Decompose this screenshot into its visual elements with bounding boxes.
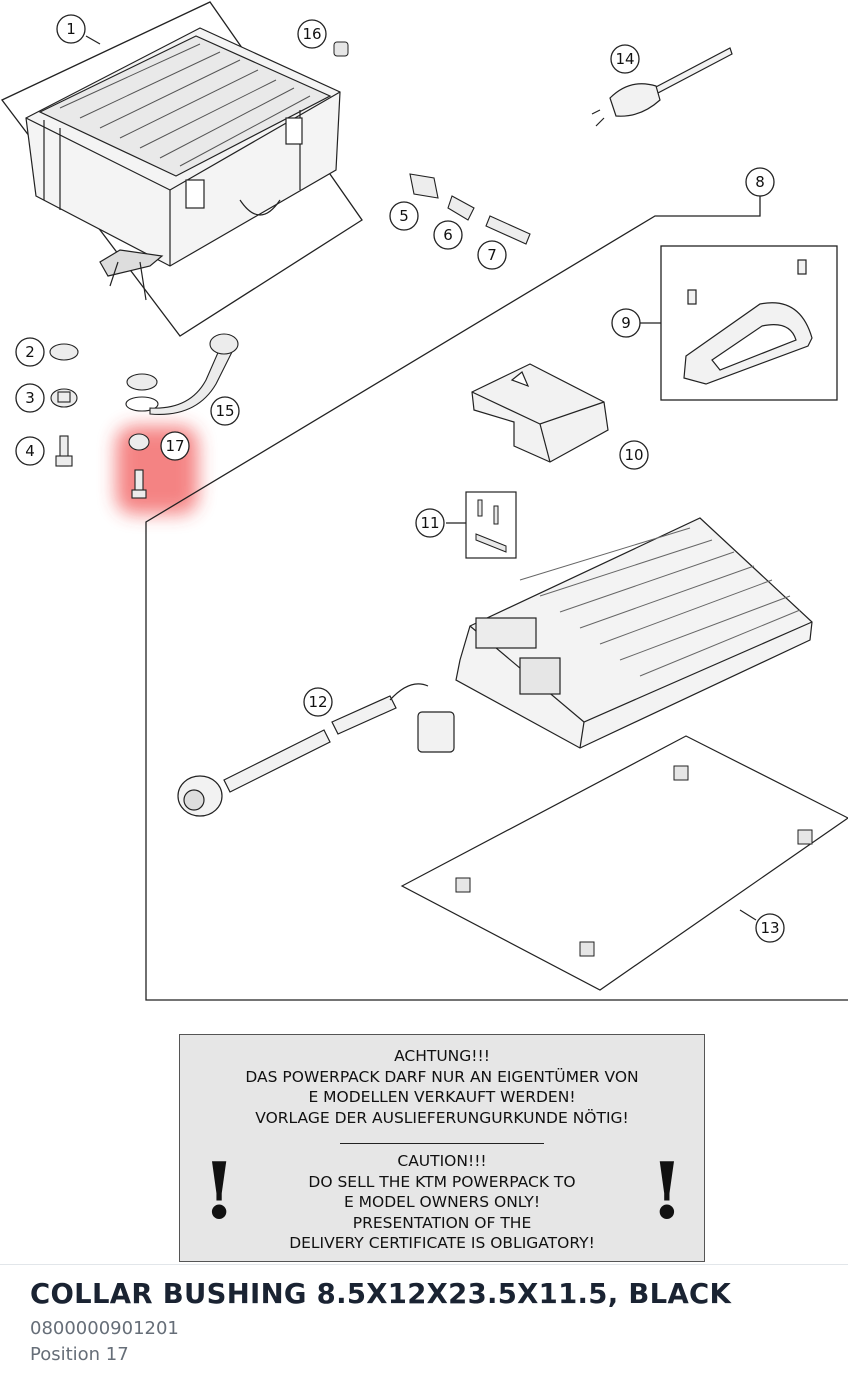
callout-number: 7 [487,246,497,264]
charger-unit-part[interactable] [455,517,813,749]
callout-11[interactable]: 11 [415,508,445,538]
exclamation-icon: ! [649,1146,684,1237]
group-frame-8 [145,194,848,1001]
callout-3[interactable]: 3 [15,383,45,413]
power-plug-part[interactable] [591,47,733,127]
warning-label: ACHTUNG!!! DAS POWERPACK DARF NUR AN EIG… [179,1034,705,1262]
exclamation-icon: ! [202,1146,237,1237]
callout-number: 5 [399,207,409,225]
cable-part[interactable] [177,683,455,817]
callout-6[interactable]: 6 [433,220,463,250]
plate-bolts [455,765,813,957]
warning-line: VORLAGE DER AUSLIEFERUNGURKUNDE NÖTIG! [255,1108,629,1127]
warning-line: DO SELL THE KTM POWERPACK TO [308,1172,576,1191]
mounting-plate-part[interactable] [400,735,848,991]
handle-part[interactable] [683,259,813,385]
part-number: 0800000901201 [30,1318,179,1339]
terminal-part[interactable] [475,499,507,553]
callout-number: 10 [624,446,643,464]
connector-parts[interactable] [409,173,531,245]
callout-number: 9 [621,314,631,332]
callout-1[interactable]: 1 [56,14,86,44]
callout-14[interactable]: 14 [610,44,640,74]
callout-13[interactable]: 13 [755,913,785,943]
group-frame-11 [465,491,517,559]
callout-12[interactable]: 12 [303,687,333,717]
callout-number: 1 [66,20,76,38]
battery-box-part[interactable] [25,27,341,301]
callout-number: 13 [760,919,779,937]
callout-number: 2 [25,343,35,361]
cover-part[interactable] [471,363,609,463]
callout-number: 11 [420,514,439,532]
callout-number: 8 [755,173,765,191]
callout-9[interactable]: 9 [611,308,641,338]
callout-number: 3 [25,389,35,407]
small-hardware-parts[interactable] [49,343,79,467]
callout-number: 6 [443,226,453,244]
warning-line: PRESENTATION OF THE [352,1213,532,1232]
warning-line: E MODEL OWNERS ONLY! [343,1193,541,1211]
callout-number: 14 [615,50,634,68]
part-position: Position 17 [30,1344,129,1365]
warning-line: CAUTION!!! [397,1152,487,1170]
callout-16[interactable]: 16 [297,19,327,49]
warning-english: CAUTION!!! DO SELL THE KTM POWERPACK TO … [180,1151,704,1254]
charging-socket-part[interactable] [125,333,239,415]
cap-part-16[interactable] [333,41,349,57]
warning-line: ACHTUNG!!! [394,1047,490,1065]
callout-17[interactable]: 17 [160,431,190,461]
warning-german: ACHTUNG!!! DAS POWERPACK DARF NUR AN EIG… [180,1046,704,1128]
callout-number: 16 [302,25,321,43]
callout-number: 12 [308,693,327,711]
warning-divider [340,1143,544,1144]
callout-8[interactable]: 8 [745,167,775,197]
warning-line: DAS POWERPACK DARF NUR AN EIGENTÜMER VON [245,1067,639,1086]
callout-10[interactable]: 10 [619,440,649,470]
callout-4[interactable]: 4 [15,436,45,466]
callout-15[interactable]: 15 [210,396,240,426]
part-title: COLLAR BUSHING 8.5X12X23.5X11.5, BLACK [30,1278,732,1310]
callout-number: 4 [25,442,35,460]
callout-number: 15 [215,402,234,420]
leader-lines [85,35,101,45]
callout-7[interactable]: 7 [477,240,507,270]
warning-line: E MODELLEN VERKAUFT WERDEN! [308,1088,576,1106]
footer-divider [0,1264,848,1265]
callout-5[interactable]: 5 [389,201,419,231]
callout-2[interactable]: 2 [15,337,45,367]
exploded-parts-diagram: 1 2 3 4 5 6 7 8 9 10 11 12 13 14 15 16 1… [0,1,848,1001]
collar-bushing-part-17[interactable] [128,433,150,499]
callout-number: 17 [165,437,184,455]
warning-line: DELIVERY CERTIFICATE IS OBLIGATORY! [289,1234,595,1252]
